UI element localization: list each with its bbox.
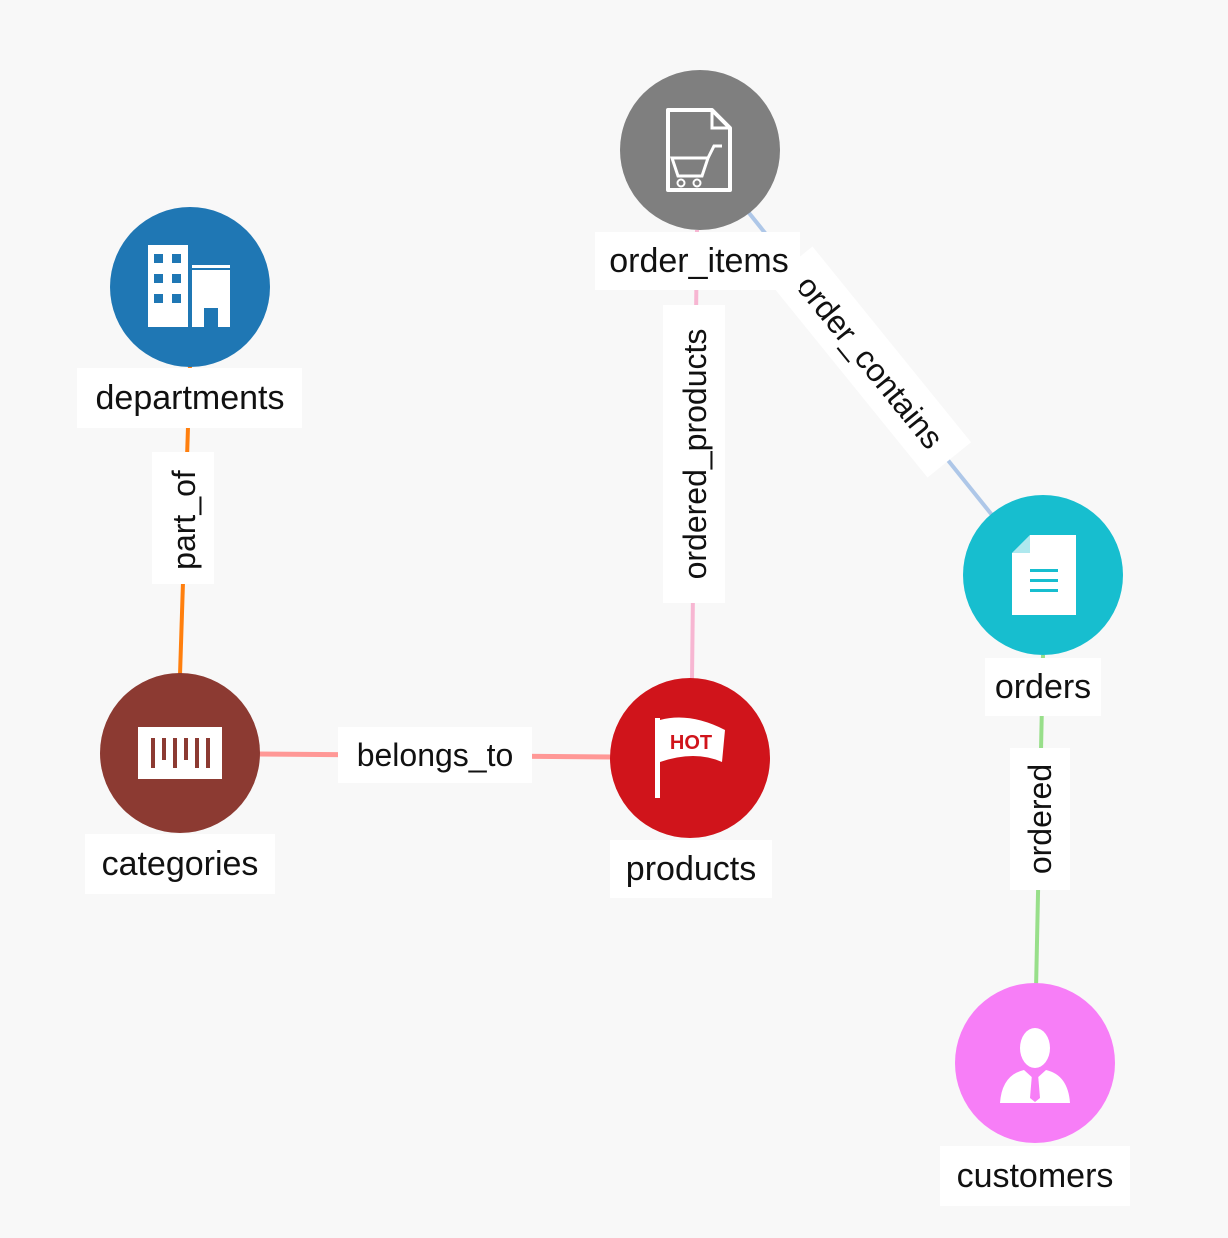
edge-label-bg	[152, 452, 214, 584]
edge-label: order_contains	[789, 268, 950, 455]
edge-ordered-products[interactable]: ordered_products	[663, 229, 725, 681]
hot-flag-icon: HOT	[655, 717, 725, 798]
edge-belongs-to[interactable]: belongs_to	[257, 727, 613, 783]
node-label-bg	[940, 1146, 1130, 1206]
edge-label: ordered_products	[677, 329, 713, 580]
building-icon	[148, 245, 230, 327]
node-products[interactable]: HOT products	[610, 678, 772, 898]
businessman-icon	[1000, 1028, 1070, 1103]
node-label: order_items	[609, 242, 789, 280]
node-categories[interactable]: categories	[85, 673, 275, 894]
node-departments[interactable]: departments	[77, 207, 302, 428]
node-label-bg	[77, 368, 302, 428]
node-orders[interactable]: orders	[963, 495, 1123, 716]
barcode-icon	[138, 727, 222, 779]
node-label-bg	[985, 658, 1101, 716]
edge-label-bg	[768, 246, 972, 478]
edge-label-bg	[1010, 748, 1070, 890]
node-circle	[620, 70, 780, 230]
node-label-bg	[595, 232, 800, 290]
node-label: categories	[102, 845, 259, 883]
edge-label-bg	[338, 727, 532, 783]
node-label: customers	[957, 1157, 1114, 1195]
node-label: products	[626, 850, 756, 888]
document-icon	[1012, 535, 1076, 615]
edge-label: part_of	[166, 470, 202, 570]
node-label: departments	[96, 379, 285, 417]
hot-badge-text: HOT	[670, 732, 712, 754]
edge-part-of[interactable]: part_of	[152, 364, 214, 676]
node-circle	[610, 678, 770, 838]
node-label-bg	[85, 834, 275, 894]
document-cart-icon	[666, 108, 732, 192]
edge-label-bg	[663, 305, 725, 603]
node-order-items[interactable]: order_items	[595, 70, 800, 290]
node-label-bg	[610, 840, 772, 898]
edge-label: belongs_to	[357, 737, 514, 773]
edge-label: ordered	[1022, 764, 1058, 874]
node-label: orders	[995, 668, 1091, 706]
node-circle	[110, 207, 270, 367]
node-customers[interactable]: customers	[940, 983, 1130, 1206]
